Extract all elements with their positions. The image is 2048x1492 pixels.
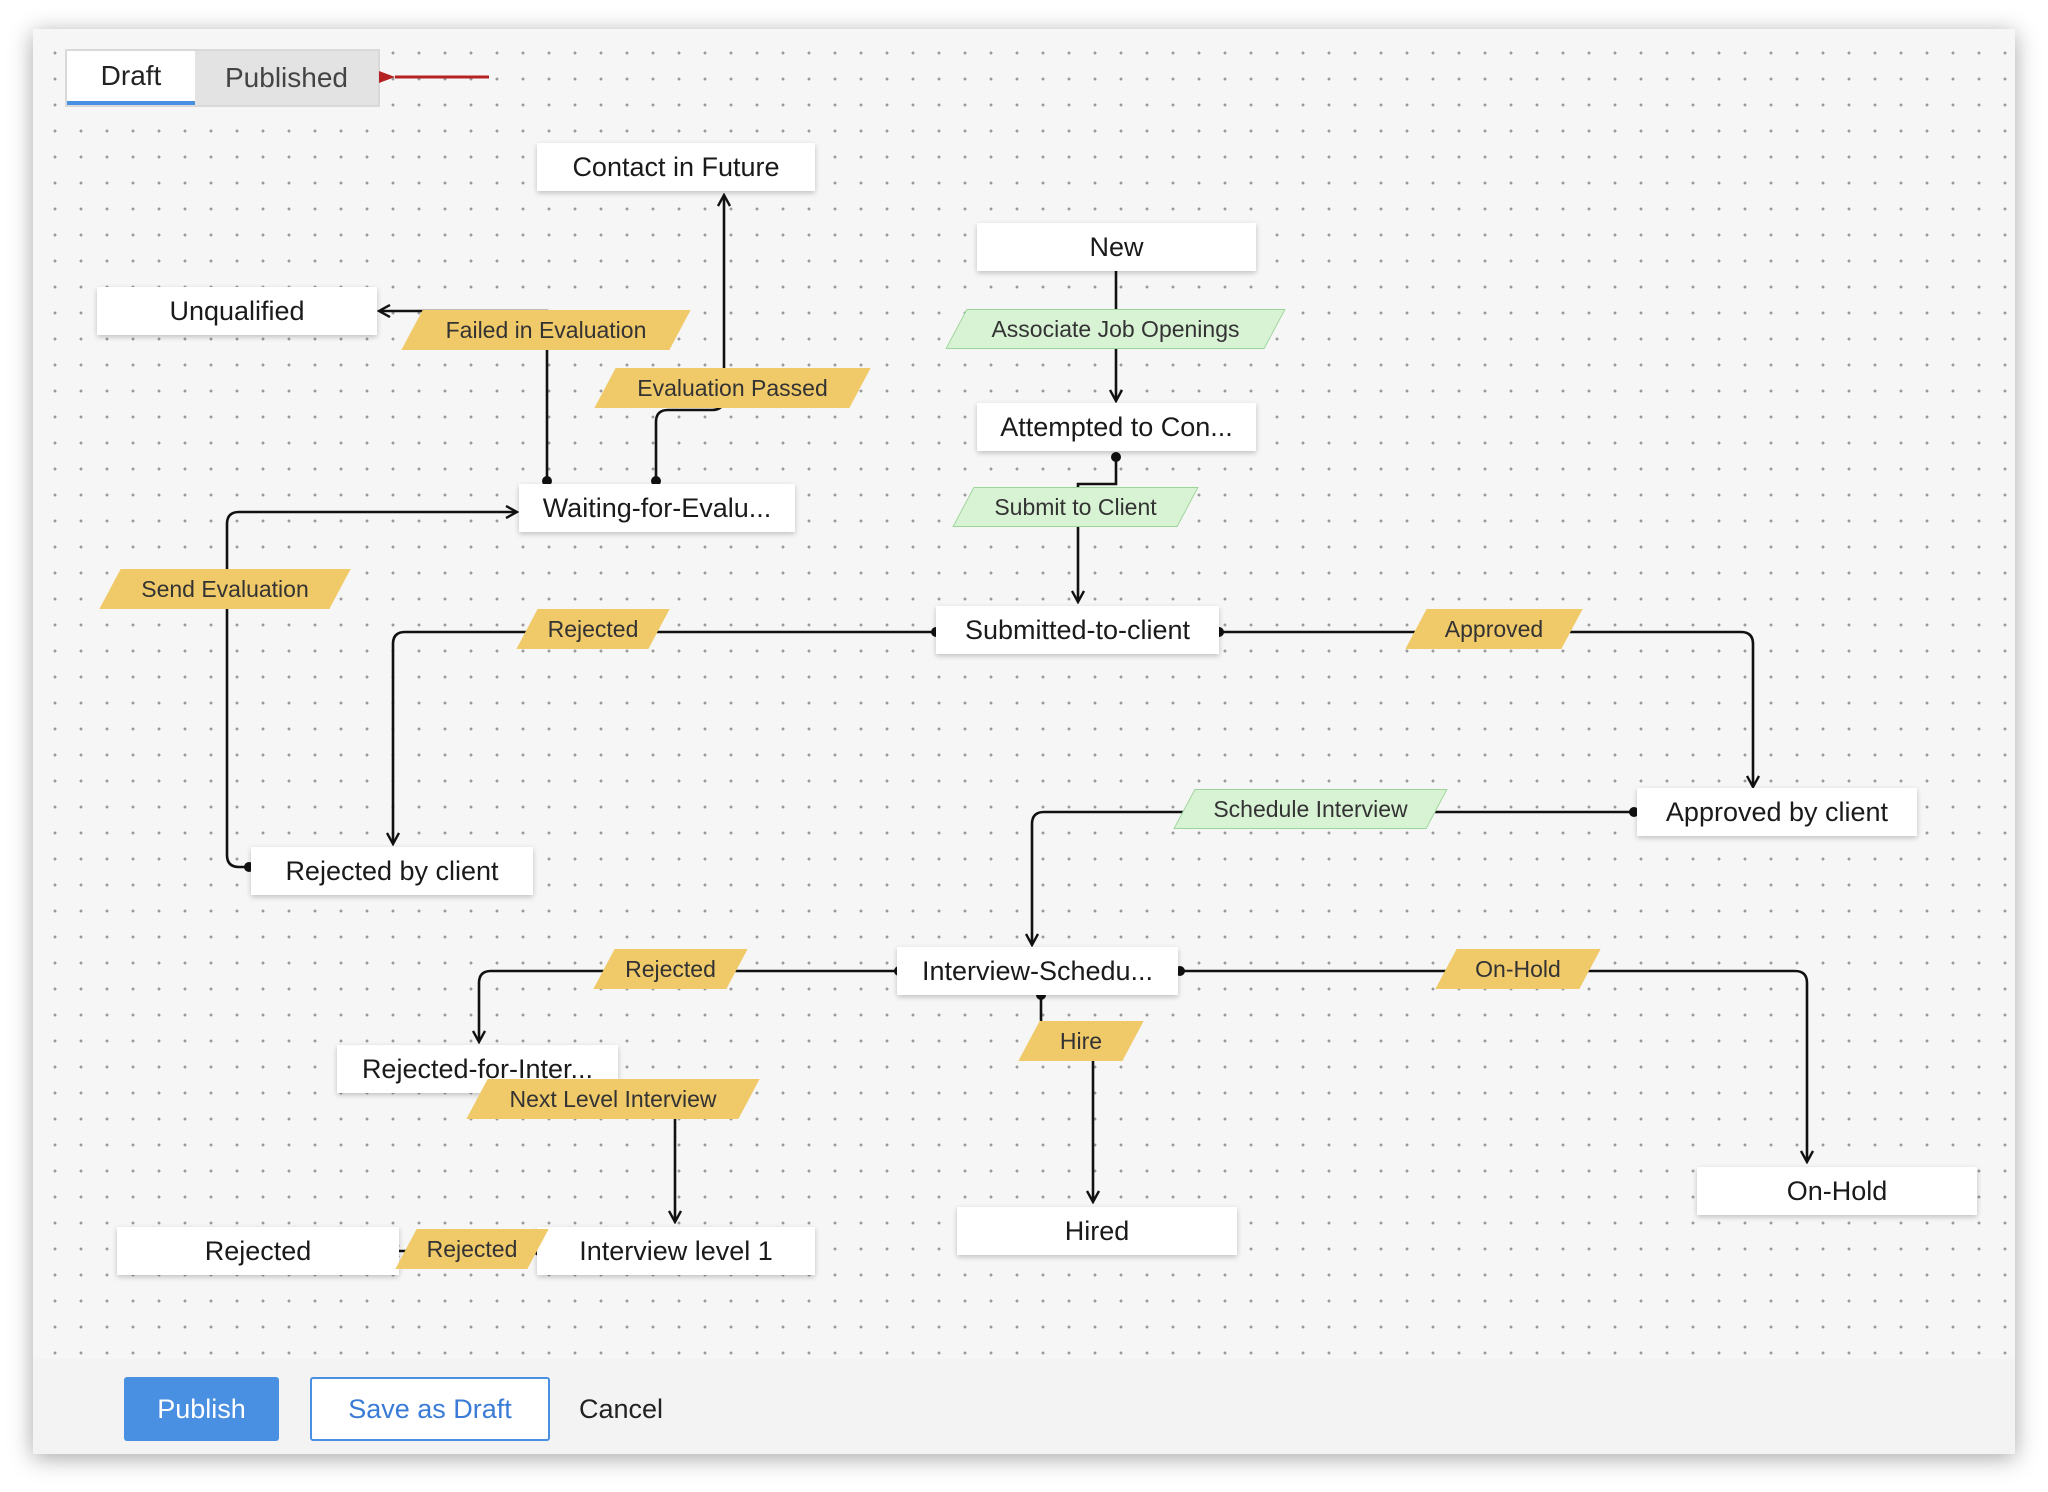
state-interview-level-1[interactable]: Interview level 1 <box>537 1227 815 1275</box>
transition-label: Schedule Interview <box>1213 795 1408 822</box>
transition-send-evaluation[interactable]: Send Evaluation <box>110 569 340 609</box>
state-submitted-to-client[interactable]: Submitted-to-client <box>936 606 1219 654</box>
connector-attempted-submitted <box>1078 457 1118 602</box>
state-approved-by-client[interactable]: Approved by client <box>1637 788 1917 836</box>
cancel-button[interactable]: Cancel <box>578 1393 664 1424</box>
connector-interview-onhold <box>1180 969 1807 1162</box>
state-rejected-by-client[interactable]: Rejected by client <box>251 847 533 895</box>
transition-schedule-interview[interactable]: Schedule Interview <box>1184 789 1437 829</box>
blueprint-canvas: Draft Published <box>33 29 2015 1359</box>
state-interview-scheduled[interactable]: Interview-Schedu... <box>897 947 1178 995</box>
transition-label: Associate Job Openings <box>991 315 1240 342</box>
save-as-draft-button[interactable]: Save as Draft <box>310 1377 550 1441</box>
state-new[interactable]: New <box>977 223 1256 271</box>
state-rejected[interactable]: Rejected <box>117 1227 399 1275</box>
transition-failed-in-evaluation[interactable]: Failed in Evaluation <box>412 310 680 350</box>
state-on-hold[interactable]: On-Hold <box>1697 1167 1977 1215</box>
connector-submitted-rejectedclient <box>393 630 936 844</box>
transition-label: Failed in Evaluation <box>445 316 647 343</box>
draft-published-toggle: Draft Published <box>65 49 380 107</box>
transition-rejected-level-1[interactable]: Rejected <box>406 1229 538 1269</box>
state-hired[interactable]: Hired <box>957 1207 1237 1255</box>
connector-submitted-approved <box>1219 630 1753 787</box>
transition-submit-to-client[interactable]: Submit to Client <box>963 487 1188 527</box>
transition-label: Hire <box>1059 1027 1103 1054</box>
transition-label: Rejected <box>426 1235 518 1262</box>
blueprint-window: Draft Published <box>33 29 2015 1454</box>
transition-associate-job-openings[interactable]: Associate Job Openings <box>956 309 1275 349</box>
publish-button[interactable]: Publish <box>124 1377 279 1441</box>
transition-label: Approved <box>1444 615 1544 642</box>
state-unqualified[interactable]: Unqualified <box>97 287 377 335</box>
connector-interview-rejectedinterview <box>479 969 899 1042</box>
transition-label: Rejected <box>547 615 639 642</box>
state-waiting-for-evaluation[interactable]: Waiting-for-Evalu... <box>519 484 795 532</box>
transition-approved[interactable]: Approved <box>1416 609 1572 649</box>
state-contact-in-future[interactable]: Contact in Future <box>537 143 815 191</box>
connector-approved-interview <box>1032 810 1634 945</box>
transition-label: Send Evaluation <box>141 575 309 602</box>
transition-evaluation-passed[interactable]: Evaluation Passed <box>605 368 860 408</box>
transition-rejected-by-client[interactable]: Rejected <box>527 609 659 649</box>
tab-draft[interactable]: Draft <box>67 51 195 105</box>
transition-on-hold[interactable]: On-Hold <box>1446 949 1590 989</box>
connector-rejectedclient-waiting <box>225 512 517 869</box>
transition-label: On-Hold <box>1475 955 1561 982</box>
transition-rejected-interview[interactable]: Rejected <box>604 949 737 989</box>
transition-label: Submit to Client <box>994 493 1157 520</box>
transition-label: Rejected <box>625 955 716 982</box>
tab-published[interactable]: Published <box>195 51 378 105</box>
state-attempted-to-contact[interactable]: Attempted to Con... <box>977 403 1256 451</box>
transition-label: Next Level Interview <box>509 1085 717 1112</box>
transition-hire[interactable]: Hire <box>1029 1021 1133 1061</box>
transition-next-level-interview[interactable]: Next Level Interview <box>477 1079 749 1119</box>
transition-label: Evaluation Passed <box>637 374 828 401</box>
